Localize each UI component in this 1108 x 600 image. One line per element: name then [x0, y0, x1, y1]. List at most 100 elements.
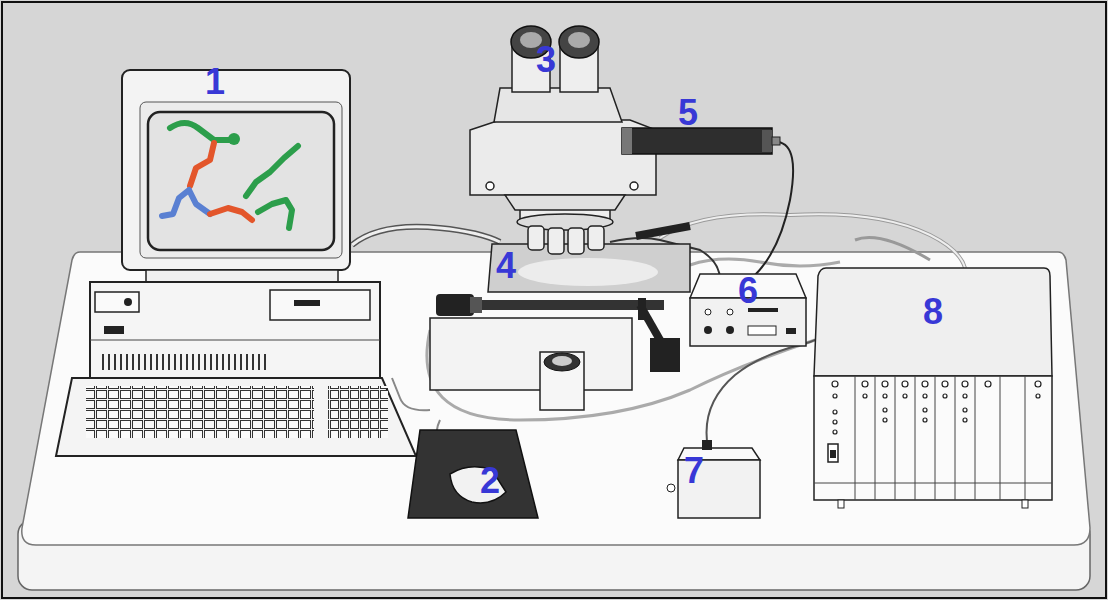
- knob: [1035, 381, 1041, 387]
- eyepiece-lens: [568, 32, 590, 48]
- camera-ring: [762, 130, 772, 152]
- slot-divider: [875, 376, 876, 500]
- knob: [923, 394, 927, 398]
- knob: [963, 418, 967, 422]
- cable: [352, 227, 500, 245]
- callout-number: 2: [480, 463, 500, 499]
- stage-knob: [436, 294, 474, 316]
- knob: [943, 394, 947, 398]
- knob: [962, 381, 968, 387]
- slot-divider: [895, 376, 896, 500]
- knob: [882, 381, 888, 387]
- objective: [588, 226, 604, 250]
- port: [786, 328, 796, 334]
- trace-soma: [228, 133, 240, 145]
- monitor-screen: [148, 112, 334, 250]
- knob: [942, 381, 948, 387]
- knob: [833, 430, 837, 434]
- knob: [862, 381, 868, 387]
- trace: [162, 190, 210, 216]
- knob: [833, 394, 837, 398]
- monitor-body: [122, 70, 350, 270]
- knob: [883, 418, 887, 422]
- slot-divider: [1025, 376, 1026, 500]
- rack-front: [814, 376, 1052, 500]
- socket: [726, 326, 734, 334]
- microscope-stage: [488, 244, 690, 292]
- cable: [660, 214, 965, 268]
- rack-foot: [1022, 500, 1028, 508]
- camera-ring: [622, 128, 632, 154]
- knob: [985, 381, 991, 387]
- lamp-lens: [544, 353, 580, 371]
- objective: [528, 226, 544, 250]
- binocular-body: [494, 88, 622, 122]
- d-connector: [748, 326, 776, 335]
- socket: [704, 326, 712, 334]
- drive-arm: [636, 226, 690, 236]
- knob: [833, 420, 837, 424]
- controller: [690, 274, 806, 346]
- knob: [1036, 394, 1040, 398]
- trace: [246, 146, 298, 196]
- slot-divider: [855, 376, 856, 500]
- rack-switch: [828, 444, 838, 462]
- lamp-lens-inner: [552, 356, 572, 366]
- indicator: [104, 326, 124, 334]
- trace: [190, 143, 214, 186]
- floppy-drive: [270, 290, 370, 320]
- slot-divider: [935, 376, 936, 500]
- slot-divider: [955, 376, 956, 500]
- objective: [568, 228, 584, 254]
- computer-case: [90, 282, 380, 378]
- vents: [100, 354, 268, 370]
- objective: [548, 228, 564, 254]
- power-button: [124, 298, 132, 306]
- knob: [923, 418, 927, 422]
- hand-controller: [667, 440, 760, 518]
- knob: [963, 408, 967, 412]
- control-knob: [727, 309, 733, 315]
- rack-rail: [814, 483, 1052, 484]
- stage-knob: [470, 297, 482, 313]
- drive-bay: [95, 292, 139, 312]
- head-collar: [505, 195, 625, 210]
- knob: [923, 408, 927, 412]
- rack-slots: [814, 376, 1052, 500]
- lamp-housing: [540, 352, 584, 410]
- stage-light: [518, 258, 658, 286]
- cable: [855, 238, 930, 261]
- keypad-keys: [328, 386, 388, 438]
- rack-knobs: [832, 381, 1041, 434]
- instrument-rack: [814, 268, 1052, 508]
- knob: [863, 394, 867, 398]
- microscope-head: [470, 120, 656, 195]
- table-top: [22, 252, 1090, 545]
- callout-number: 3: [536, 42, 556, 78]
- mouse-pad: [408, 430, 538, 518]
- microscope-base: [430, 318, 632, 390]
- rack-foot: [838, 500, 844, 508]
- camera-connector: [772, 137, 780, 145]
- cable-plug: [702, 440, 712, 450]
- callout-number: 7: [684, 453, 704, 489]
- trace: [210, 208, 252, 220]
- callout-number: 8: [923, 294, 943, 330]
- cable: [660, 214, 965, 268]
- rack-top: [814, 268, 1052, 376]
- callout-number: 4: [496, 248, 516, 284]
- case-seam: [90, 340, 380, 341]
- hand-unit-knob: [667, 484, 675, 492]
- callout-number: 5: [678, 95, 698, 131]
- camera-tube: [622, 128, 772, 154]
- cable: [755, 142, 793, 275]
- eyepiece: [559, 26, 599, 58]
- stage-motor: [650, 338, 680, 372]
- rack-switch-toggle: [830, 450, 836, 458]
- callout-number: 1: [205, 64, 225, 100]
- cable: [352, 227, 500, 245]
